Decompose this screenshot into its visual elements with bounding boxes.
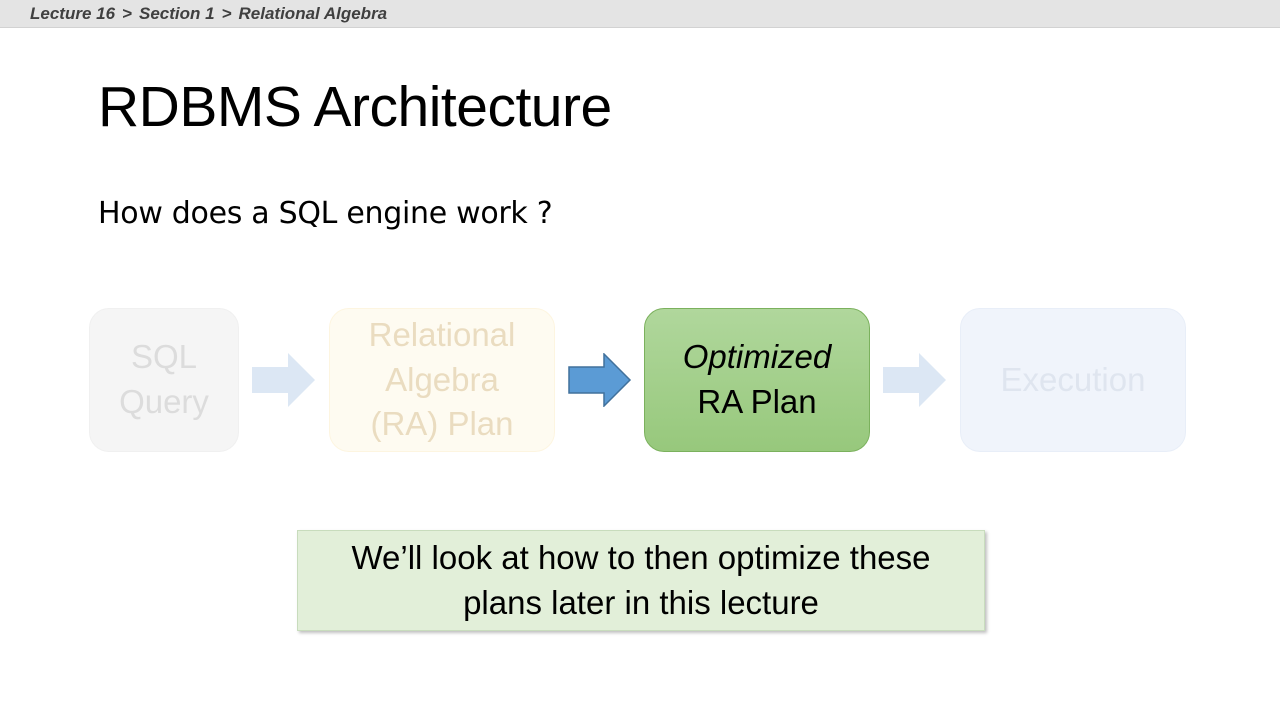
callout-line: We’ll look at how to then optimize these — [351, 538, 931, 576]
page-title: RDBMS Architecture — [98, 75, 612, 139]
callout-line: plans later in this lecture — [463, 583, 819, 621]
breadcrumb-item-lecture: Lecture 16 — [30, 4, 116, 23]
stage-label-line: SQL — [130, 338, 198, 376]
breadcrumb-item-section: Section 1 — [138, 4, 215, 23]
breadcrumb-separator: > — [122, 4, 132, 23]
arrow-right-icon — [252, 353, 315, 407]
stage-optimized-ra-plan: Optimized RA Plan — [644, 308, 870, 452]
arrow-right-icon — [883, 353, 946, 407]
stage-label-line: Optimized — [682, 338, 832, 376]
subtitle: How does a SQL engine work ? — [98, 196, 553, 231]
stage-ra-plan: Relational Algebra (RA) Plan — [329, 308, 555, 452]
stage-label: Relational Algebra (RA) Plan — [369, 313, 516, 448]
arrow-shape — [568, 353, 632, 407]
callout-note: We’ll look at how to then optimize these… — [297, 530, 985, 631]
stage-label-line: Algebra — [385, 360, 499, 398]
stage-label: Optimized RA Plan — [683, 335, 832, 425]
arrow-shape — [252, 353, 315, 407]
breadcrumb-separator: > — [221, 4, 232, 23]
stage-label-line: (RA) Plan — [370, 405, 514, 443]
stage-sql-query: SQL Query — [89, 308, 239, 452]
stage-label-line: RA Plan — [697, 383, 817, 420]
breadcrumb-bar: Lecture 16 > Section 1 > Relational Algebra — [0, 0, 1280, 28]
stage-execution: Execution — [960, 308, 1186, 452]
stage-label-line: Relational — [368, 315, 516, 353]
breadcrumb: Lecture 16 > Section 1 > Relational Algebra — [30, 4, 387, 24]
stage-label: Execution — [1001, 358, 1146, 403]
stage-label: SQL Query — [119, 335, 209, 425]
arrow-right-icon — [568, 353, 632, 407]
stage-label-line: Query — [119, 383, 209, 420]
arrow-shape — [883, 353, 946, 407]
breadcrumb-item-topic: Relational Algebra — [238, 4, 388, 23]
stage-label-line: Execution — [1000, 360, 1146, 398]
